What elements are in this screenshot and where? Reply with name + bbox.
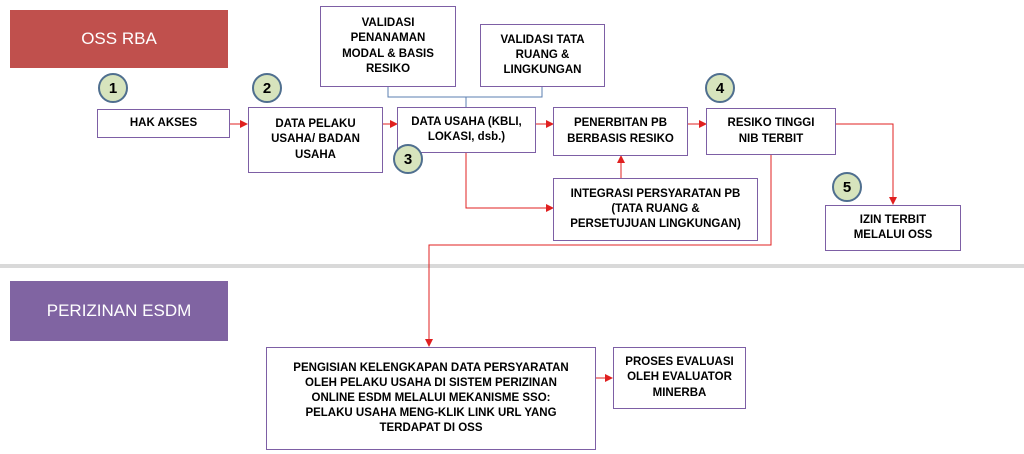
box-integrasi-persyaratan: INTEGRASI PERSYARATAN PB (TATA RUANG & P… xyxy=(553,178,758,241)
arrow-resiko-to-izin xyxy=(836,123,897,205)
connector-validasi-modal xyxy=(387,87,467,107)
box-izin-terbit: IZIN TERBIT MELALUI OSS xyxy=(825,205,961,251)
box-hak-akses: HAK AKSES xyxy=(97,109,230,138)
box-pengisian-kelengkapan: PENGISIAN KELENGKAPAN DATA PERSYARATAN O… xyxy=(266,347,596,450)
oss-rba-label: OSS RBA xyxy=(81,29,157,48)
oss-rba-header: OSS RBA xyxy=(10,10,228,68)
arrow-usaha-to-integrasi xyxy=(465,153,554,212)
step-5-badge: 5 xyxy=(832,172,862,202)
step-4-badge: 4 xyxy=(705,73,735,103)
connector-validasi-tata xyxy=(466,87,543,98)
step-2-badge: 2 xyxy=(252,73,282,103)
box-data-pelaku-usaha: DATA PELAKU USAHA/ BADAN USAHA xyxy=(248,107,383,173)
step-3-badge: 3 xyxy=(393,144,423,174)
step-1-badge: 1 xyxy=(98,73,128,103)
section-divider xyxy=(0,264,1024,268)
box-proses-evaluasi: PROSES EVALUASI OLEH EVALUATOR MINERBA xyxy=(613,347,746,409)
box-penerbitan-pb: PENERBITAN PB BERBASIS RESIKO xyxy=(553,107,688,156)
arrow-resiko-to-pengisian xyxy=(425,155,772,347)
box-validasi-tata-ruang: VALIDASI TATA RUANG & LINGKUNGAN xyxy=(480,24,605,87)
perizinan-esdm-label: PERIZINAN ESDM xyxy=(46,301,192,320)
box-data-usaha: DATA USAHA (KBLI, LOKASI, dsb.) xyxy=(397,107,536,153)
box-validasi-penanaman-modal: VALIDASI PENANAMAN MODAL & BASIS RESIKO xyxy=(320,6,456,87)
perizinan-esdm-header: PERIZINAN ESDM xyxy=(10,281,228,341)
box-resiko-tinggi: RESIKO TINGGI NIB TERBIT xyxy=(706,108,836,155)
